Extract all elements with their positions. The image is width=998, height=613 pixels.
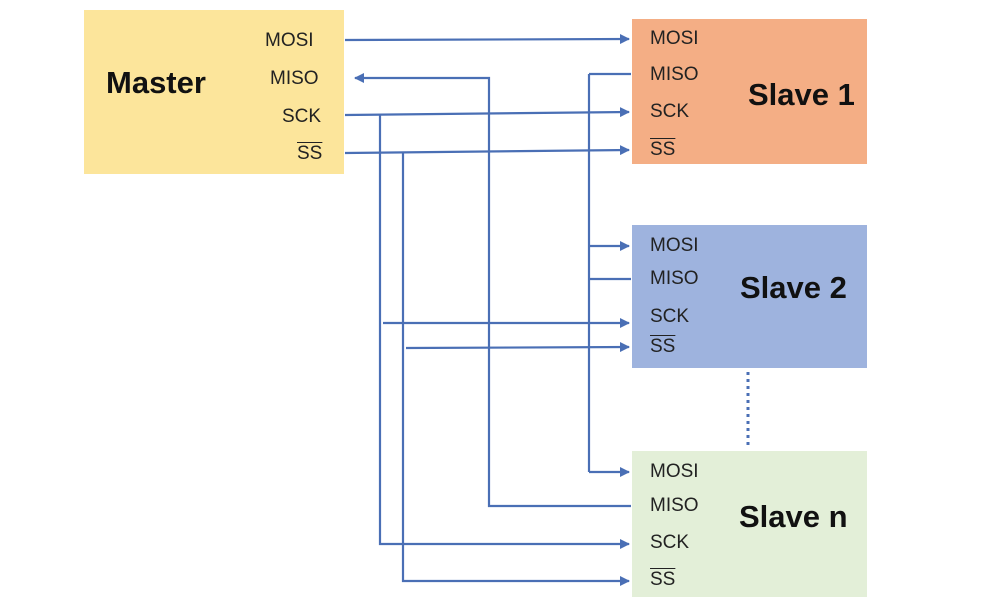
wire-ss-slave2: [405, 342, 630, 353]
slave1-box: Slave 1: [632, 19, 867, 164]
slave2-pin-miso: MISO: [650, 268, 699, 289]
slave1-title: Slave 1: [748, 77, 855, 112]
wire-miso-slaven: [354, 73, 631, 508]
master-pin-ss: SS: [297, 143, 323, 164]
wire-mosi-slave1: [344, 34, 630, 45]
slave1-pin-sck: SCK: [650, 101, 690, 122]
slave2-pin-mosi: MOSI: [650, 235, 699, 256]
master-pin-sck: SCK: [282, 106, 322, 127]
slaven-pin-sck: SCK: [650, 532, 690, 553]
master-box: Master: [84, 10, 344, 174]
slaven-pin-ss: SS: [650, 569, 676, 590]
wire-ss-slave1: [344, 145, 630, 156]
master-pin-mosi: MOSI: [265, 30, 314, 51]
slave2-title: Slave 2: [740, 270, 847, 305]
slave1-pin-miso: MISO: [650, 64, 699, 85]
slave2-pin-ss: SS: [650, 336, 676, 357]
master-pin-miso: MISO: [270, 68, 319, 89]
wire-sck-trunk: [378, 115, 630, 549]
wire-ss-trunk: [401, 153, 630, 586]
slave2-box: Slave 2: [632, 225, 867, 368]
slave2-pin-sck: SCK: [650, 306, 690, 327]
slaven-pin-mosi: MOSI: [650, 461, 699, 482]
slaven-title: Slave n: [739, 499, 848, 534]
slaven-pin-miso: MISO: [650, 495, 699, 516]
master-title: Master: [106, 65, 206, 100]
wire-sck-slave1: [344, 107, 630, 118]
slaven-box: Slave n: [632, 451, 867, 597]
slave1-pin-ss: SS: [650, 139, 676, 160]
slave1-pin-mosi: MOSI: [650, 28, 699, 49]
